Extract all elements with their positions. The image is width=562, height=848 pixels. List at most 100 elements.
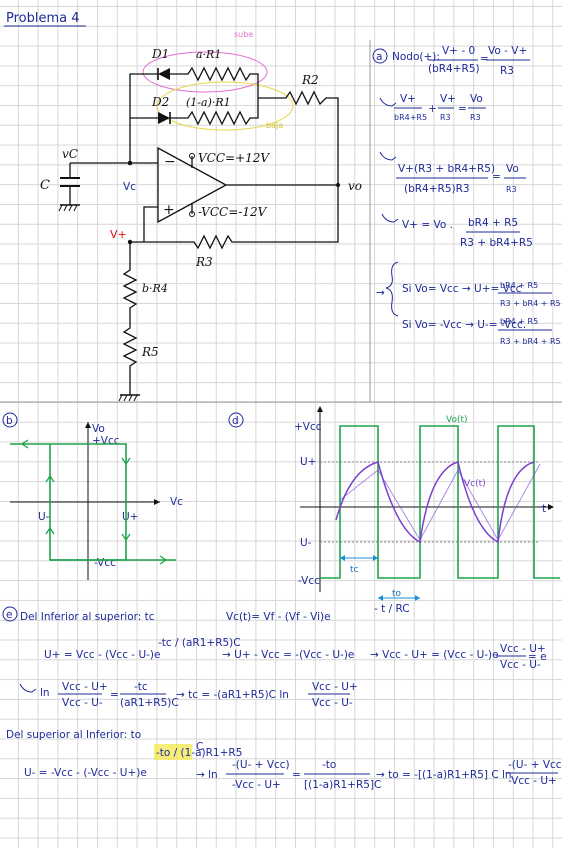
- svg-text:bR4 + R5: bR4 + R5: [468, 217, 518, 229]
- part-a-equations: a Nodo(+): V+ - 0 (bR4+R5) = Vo - V+ R3 …: [372, 45, 561, 346]
- svg-text:=: =: [492, 171, 501, 183]
- svg-text:Vo: Vo: [92, 423, 105, 435]
- svg-text:R3 + bR4+R5: R3 + bR4+R5: [460, 237, 533, 249]
- label-R3: R3: [195, 255, 213, 269]
- label-vcc-pos: VCC=+12V: [198, 151, 270, 165]
- svg-text:t: t: [542, 503, 546, 515]
- svg-text:+Vcc: +Vcc: [92, 435, 120, 447]
- diode-d2: [158, 112, 170, 124]
- label-sube: sube: [234, 30, 253, 39]
- svg-text:a: a: [376, 51, 382, 63]
- part-d-waveforms: d +Vcc U+ U- -Vcc t Vo(t) Vc(t) tc to: [228, 406, 560, 601]
- d-vo-square-wave: [320, 425, 560, 579]
- svg-text:e: e: [6, 609, 12, 621]
- svg-text:Vcc - U-: Vcc - U-: [62, 697, 103, 709]
- svg-text:Del Inferior al superior: tc: Del Inferior al superior: tc: [20, 611, 155, 623]
- label-D1: D1: [151, 47, 169, 61]
- part-e-derivation: e Del Inferior al superior: tc Vc(t)= Vf…: [2, 603, 562, 791]
- resistor-bR4-R5: [122, 242, 138, 395]
- label-R5: R5: [141, 345, 159, 359]
- svg-text:=: =: [458, 103, 467, 115]
- svg-text:V+ = Vo .: V+ = Vo .: [402, 219, 453, 231]
- svg-text:- t / RC: - t / RC: [374, 603, 410, 615]
- svg-text:Vo: Vo: [470, 93, 483, 105]
- svg-text:tc: tc: [350, 565, 359, 575]
- svg-text:V+ - 0: V+ - 0: [442, 45, 475, 57]
- svg-text:Vcc - U-: Vcc - U-: [312, 697, 353, 709]
- svg-text:R3 + bR4 + R5: R3 + bR4 + R5: [500, 337, 561, 346]
- label-vplus: V+: [110, 228, 127, 241]
- svg-text:=: =: [292, 769, 301, 781]
- diode-d1: [158, 68, 170, 80]
- label-vcc-neg: -VCC=-12V: [198, 205, 268, 219]
- label-D2: D2: [151, 95, 169, 109]
- svg-text:→: →: [376, 287, 385, 299]
- svg-text:[(1-a)R1+R5]C: [(1-a)R1+R5]C: [304, 779, 381, 791]
- svg-text:C: C: [196, 741, 203, 753]
- svg-text:U+ = Vcc - (Vcc - U-)e: U+ = Vcc - (Vcc - U-)e: [44, 649, 160, 661]
- resistor-aR1: [170, 66, 259, 98]
- label-vo: vo: [348, 179, 362, 193]
- opamp-plus: +: [163, 202, 175, 218]
- svg-text:Nodo(+):: Nodo(+):: [392, 51, 440, 63]
- svg-text:Del superior al Inferior: to: Del superior al Inferior: to: [6, 729, 141, 741]
- svg-text:Vcc - U+: Vcc - U+: [312, 681, 358, 693]
- svg-text:R3: R3: [440, 113, 451, 122]
- svg-text:→ to = -[(1-a)R1+R5] C ln: → to = -[(1-a)R1+R5] C ln: [376, 769, 512, 781]
- svg-text:→ U+ - Vcc = -(Vcc - U-)e: → U+ - Vcc = -(Vcc - U-)e: [222, 649, 354, 661]
- label-bR4: b·R4: [142, 282, 168, 295]
- svg-text:= e: = e: [528, 651, 547, 663]
- svg-text:(aR1+R5)C: (aR1+R5)C: [120, 697, 179, 709]
- page-title: Problema 4: [6, 11, 80, 26]
- part-b-hysteresis: b Vo +Vcc -Vcc Vc U- U+: [2, 412, 183, 580]
- wire-left-top: [129, 73, 158, 163]
- svg-text:=: =: [110, 689, 119, 701]
- brace: [385, 261, 399, 317]
- label-Vc-node: Vc: [123, 181, 136, 193]
- highlight-baja: [156, 81, 294, 131]
- svg-text:V+: V+: [440, 93, 456, 105]
- label-R2: R2: [301, 73, 319, 87]
- label-aR1: a·R1: [196, 48, 221, 61]
- svg-text:Vc(t): Vc(t): [464, 479, 486, 489]
- svg-text:R3: R3: [500, 65, 514, 77]
- svg-text:-Vcc: -Vcc: [298, 575, 320, 587]
- svg-text:-tc / (aR1+R5)C: -tc / (aR1+R5)C: [158, 637, 241, 649]
- highlight-to-exponent: [154, 744, 192, 760]
- svg-text:+: +: [428, 103, 437, 115]
- svg-text:-to / (1-a)R1+R5: -to / (1-a)R1+R5: [156, 747, 242, 759]
- svg-text:Vo - V+: Vo - V+: [488, 45, 527, 57]
- svg-text:Si Vo= Vcc → U+= Vcc: Si Vo= Vcc → U+= Vcc: [402, 283, 522, 295]
- svg-text:R3: R3: [506, 185, 517, 194]
- svg-text:U- = -Vcc - (-Vcc - U+)e: U- = -Vcc - (-Vcc - U+)e: [24, 767, 147, 779]
- svg-text:V+(R3 + bR4+R5): V+(R3 + bR4+R5): [398, 163, 495, 175]
- svg-text:-(U- + Vcc): -(U- + Vcc): [508, 759, 562, 771]
- part-a-marker: [372, 48, 388, 64]
- svg-text:U+: U+: [300, 456, 316, 468]
- svg-text:Vo: Vo: [506, 163, 519, 175]
- svg-text:→ Vcc - U+ = (Vcc - U-)e: → Vcc - U+ = (Vcc - U-)e: [370, 649, 499, 661]
- svg-text:ln: ln: [40, 687, 50, 699]
- svg-text:+Vcc: +Vcc: [294, 421, 322, 433]
- svg-text:V+: V+: [400, 93, 416, 105]
- svg-text:Vc: Vc: [170, 496, 183, 508]
- svg-text:-Vcc - U+: -Vcc - U+: [232, 779, 281, 791]
- label-baja: baja: [266, 121, 283, 130]
- svg-text:b: b: [6, 415, 13, 427]
- svg-text:Vcc - U-: Vcc - U-: [500, 659, 541, 671]
- svg-text:Vcc - U+: Vcc - U+: [62, 681, 108, 693]
- svg-text:bR4 + R5: bR4 + R5: [500, 281, 538, 290]
- svg-text:bR4+R5: bR4+R5: [394, 113, 427, 122]
- svg-text:Si Vo= -Vcc → U-= -Vcc.: Si Vo= -Vcc → U-= -Vcc.: [402, 319, 526, 331]
- svg-text:bR4 + R5: bR4 + R5: [500, 317, 538, 326]
- svg-text:to: to: [392, 589, 402, 599]
- svg-text:(bR4+R5)R3: (bR4+R5)R3: [404, 183, 470, 195]
- svg-text:U-: U-: [38, 511, 50, 523]
- svg-text:d: d: [232, 415, 239, 427]
- svg-text:-to: -to: [322, 759, 336, 771]
- resistor-R3: [130, 185, 339, 250]
- svg-text:=: =: [480, 53, 489, 65]
- opamp-minus: −: [164, 154, 176, 170]
